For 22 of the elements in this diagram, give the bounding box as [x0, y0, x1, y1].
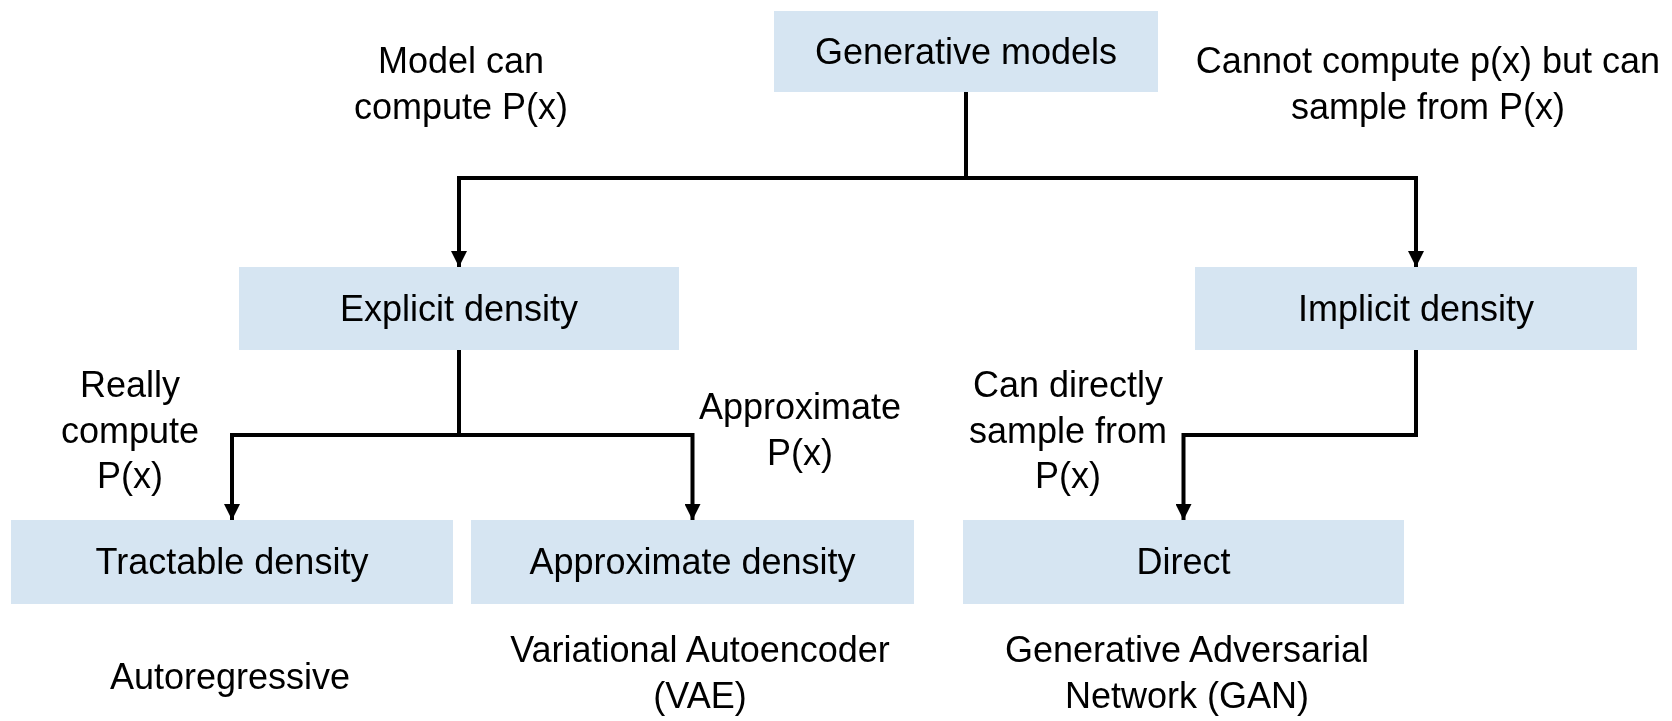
arrow — [457, 350, 701, 520]
category-box — [774, 11, 1158, 92]
node-label: Generative models — [814, 30, 1118, 73]
category-box — [963, 520, 1404, 604]
edge-label: Can directly sample from P(x) — [967, 363, 1169, 499]
node-label: Explicit density — [339, 287, 579, 330]
arrow — [1175, 350, 1418, 520]
node-label: Direct — [1136, 541, 1231, 583]
node-label: Implicit density — [1297, 287, 1535, 330]
category-box — [11, 520, 453, 604]
category-box — [1195, 267, 1637, 350]
model-name: Generative Adversarial Network (GAN) — [1003, 628, 1371, 718]
edge-label: Cannot compute p(x) but can sample from P(x) — [1194, 39, 1662, 129]
edge-label: Really compute P(x) — [59, 363, 201, 499]
category-box — [239, 267, 679, 350]
node-label: Tractable density — [95, 541, 369, 583]
category-box — [471, 520, 914, 604]
model-name: Autoregressive — [108, 655, 352, 699]
model-name: Variational Autoencoder (VAE) — [509, 628, 891, 718]
edge-label: Approximate P(x) — [697, 385, 903, 475]
edge-label: Model can compute P(x) — [352, 39, 570, 129]
node-label: Approximate density — [529, 541, 856, 583]
